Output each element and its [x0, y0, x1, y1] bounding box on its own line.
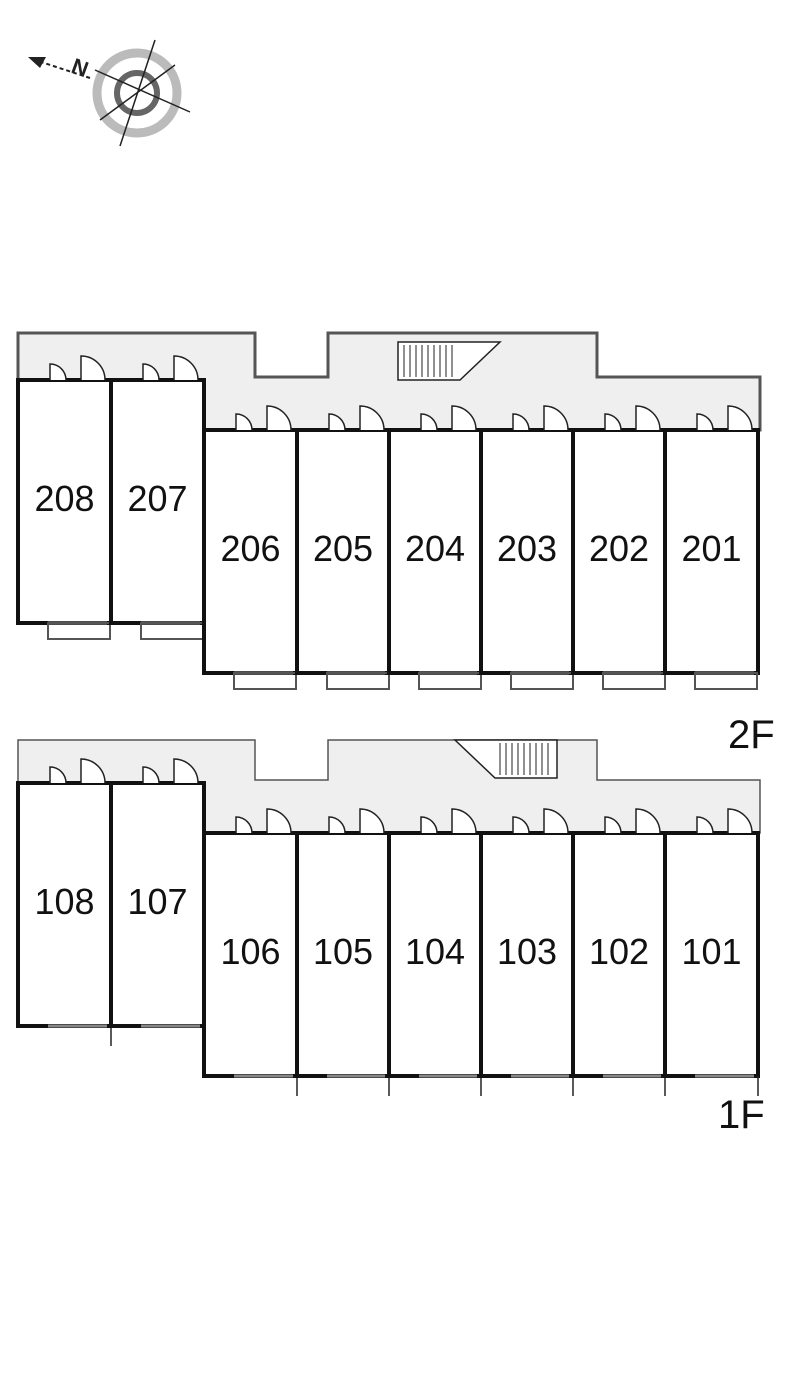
unit-number: 104	[405, 931, 465, 972]
small-door-icon	[420, 413, 438, 431]
unit-number: 205	[313, 528, 373, 569]
unit-206[interactable]: 206	[202, 405, 299, 690]
entrance-door-icon	[543, 405, 569, 431]
unit-number: 102	[589, 931, 649, 972]
unit-number: 103	[497, 931, 557, 972]
entrance-door-icon	[173, 355, 199, 381]
unit-number: 208	[34, 478, 94, 519]
unit-number: 101	[681, 931, 741, 972]
small-door-icon	[235, 816, 253, 834]
unit-number: 207	[127, 478, 187, 519]
unit-208[interactable]: 208	[16, 355, 113, 640]
unit-104[interactable]: 104	[387, 808, 483, 1096]
entrance-door-icon	[266, 405, 292, 431]
unit-202[interactable]: 202	[571, 405, 667, 690]
north-arrow-compass-icon: N	[28, 39, 191, 147]
unit-106[interactable]: 106	[202, 808, 299, 1096]
balcony	[694, 672, 758, 690]
unit-207[interactable]: 207	[109, 355, 206, 640]
floor-label-2f: 2F	[728, 713, 775, 757]
balcony	[326, 672, 390, 690]
floor-2f: 208 207 206 205 204 203 202 201	[16, 331, 762, 690]
entrance-door-icon	[451, 405, 477, 431]
floor-label-1f: 1F	[718, 1093, 765, 1137]
balcony	[510, 672, 574, 690]
small-door-icon	[49, 766, 67, 784]
small-door-icon	[696, 413, 714, 431]
staircase-icon	[453, 739, 558, 779]
entrance-door-icon	[635, 405, 661, 431]
entrance-door-icon	[727, 405, 753, 431]
unit-205[interactable]: 205	[295, 405, 391, 690]
balcony	[233, 672, 297, 690]
small-door-icon	[49, 363, 67, 381]
compass-inner-ring	[114, 70, 160, 116]
unit-number: 204	[405, 528, 465, 569]
unit-102[interactable]: 102	[571, 808, 667, 1096]
unit-number: 206	[220, 528, 280, 569]
small-door-icon	[604, 413, 622, 431]
unit-108[interactable]: 108	[16, 758, 113, 1046]
unit-number: 202	[589, 528, 649, 569]
small-door-icon	[512, 816, 530, 834]
entrance-door-icon	[451, 808, 477, 834]
entrance-door-icon	[359, 808, 385, 834]
small-door-icon	[142, 766, 160, 784]
unit-103[interactable]: 103	[479, 808, 575, 1096]
balcony	[418, 672, 482, 690]
balcony	[140, 622, 204, 640]
unit-203[interactable]: 203	[479, 405, 575, 690]
small-door-icon	[604, 816, 622, 834]
balcony	[602, 672, 666, 690]
unit-number: 201	[681, 528, 741, 569]
small-door-icon	[512, 413, 530, 431]
north-arrowhead-icon	[28, 57, 46, 68]
unit-number: 106	[220, 931, 280, 972]
entrance-door-icon	[80, 758, 106, 784]
small-door-icon	[696, 816, 714, 834]
unit-204[interactable]: 204	[387, 405, 483, 690]
entrance-door-icon	[727, 808, 753, 834]
entrance-door-icon	[80, 355, 106, 381]
unit-107[interactable]: 107	[109, 758, 206, 1046]
unit-number: 105	[313, 931, 373, 972]
unit-number: 203	[497, 528, 557, 569]
compass-line	[94, 69, 191, 113]
entrance-door-icon	[173, 758, 199, 784]
entrance-door-icon	[266, 808, 292, 834]
unit-number: 108	[34, 881, 94, 922]
compass-line	[99, 64, 176, 121]
small-door-icon	[235, 413, 253, 431]
compass-ring	[92, 48, 182, 138]
unit-201[interactable]: 201	[663, 405, 760, 690]
small-door-icon	[328, 816, 346, 834]
entrance-door-icon	[543, 808, 569, 834]
unit-101[interactable]: 101	[663, 808, 760, 1096]
entrance-door-icon	[635, 808, 661, 834]
small-door-icon	[420, 816, 438, 834]
unit-105[interactable]: 105	[295, 808, 391, 1096]
north-arrow-line	[34, 59, 91, 79]
balcony	[47, 622, 111, 640]
small-door-icon	[328, 413, 346, 431]
small-door-icon	[142, 363, 160, 381]
entrance-door-icon	[359, 405, 385, 431]
unit-number: 107	[127, 881, 187, 922]
staircase-icon	[397, 341, 502, 381]
floor-1f: 108 107 106 105 104 103 102 101	[16, 739, 761, 1096]
